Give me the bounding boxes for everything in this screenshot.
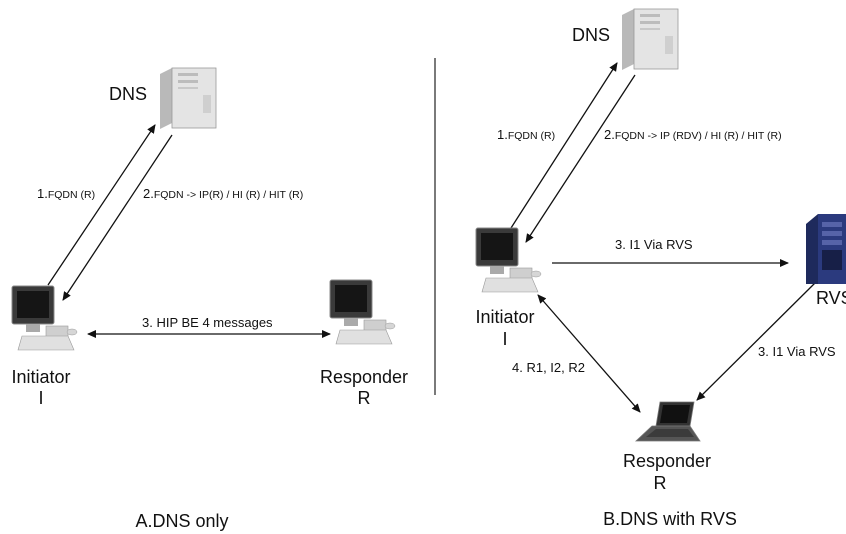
a-step1-label: 1.FQDN (R) xyxy=(37,186,96,201)
b-step3b-label: 3. I1 Via RVS xyxy=(758,344,836,359)
dns-server-icon xyxy=(622,8,679,70)
b-step3a-label: 3. I1 Via RVS xyxy=(615,237,693,252)
a-panel-title: A.DNS only xyxy=(135,511,229,531)
b-initiator-id: I xyxy=(502,329,508,349)
dns-server-icon xyxy=(160,67,217,129)
b-step2-label: 2.FQDN -> IP (RDV) / HI (R) / HIT (R) xyxy=(604,127,782,142)
b-step1-label: 1.FQDN (R) xyxy=(497,127,556,142)
b-step4-label: 4. R1, I2, R2 xyxy=(512,360,585,375)
responder-laptop-icon xyxy=(634,401,701,442)
b-responder-id: R xyxy=(653,473,667,493)
b-arrow-step1 xyxy=(510,62,618,229)
b-dns-label: DNS xyxy=(572,25,611,45)
a-step3-label: 3. HIP BE 4 messages xyxy=(142,315,273,330)
a-responder-id: R xyxy=(357,388,371,408)
b-initiator-label: Initiator xyxy=(475,307,535,327)
initiator-workstation-icon xyxy=(11,285,78,351)
a-dns-label: DNS xyxy=(109,84,148,104)
b-panel-title: B.DNS with RVS xyxy=(603,509,737,529)
b-responder-label: Responder xyxy=(622,451,712,471)
a-initiator-label: Initiator xyxy=(11,367,71,387)
initiator-workstation-icon xyxy=(475,227,542,293)
a-initiator-id: I xyxy=(38,388,44,408)
b-arrow-step2 xyxy=(525,74,636,243)
b-arrow-step3b xyxy=(696,282,816,401)
a-step2-label: 2.FQDN -> IP(R) / HI (R) / HIT (R) xyxy=(143,186,304,201)
b-arrow-step4 xyxy=(537,294,641,413)
rvs-server-icon xyxy=(806,214,846,284)
a-responder-label: Responder xyxy=(319,367,409,387)
responder-workstation-icon xyxy=(329,279,396,345)
a-arrow-step2 xyxy=(62,134,173,301)
a-arrow-step1 xyxy=(47,124,156,286)
b-rvs-label: RVS xyxy=(816,288,846,308)
